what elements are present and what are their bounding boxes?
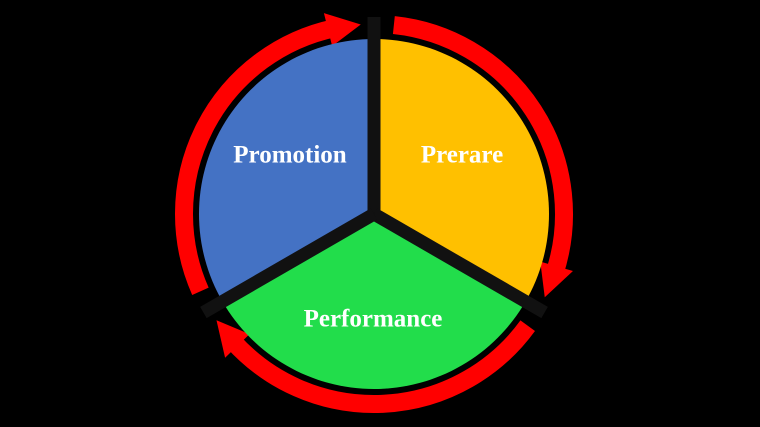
cycle-arrow-arc (226, 320, 535, 413)
divider-line (200, 208, 378, 319)
cycle-arrow-head (216, 320, 250, 358)
cycle-arrow-arc (392, 16, 573, 276)
label-prepare: Prerare (421, 142, 503, 169)
cycle-arrows (175, 13, 573, 413)
segment-dividers (200, 17, 548, 319)
cycle-arrow-head (540, 261, 573, 298)
label-promotion: Promotion (233, 142, 347, 169)
label-performance: Performance (304, 306, 443, 333)
divider-line (370, 208, 548, 319)
cycle-arrow-arc (175, 19, 337, 295)
cycle-arrow-head (323, 13, 361, 47)
